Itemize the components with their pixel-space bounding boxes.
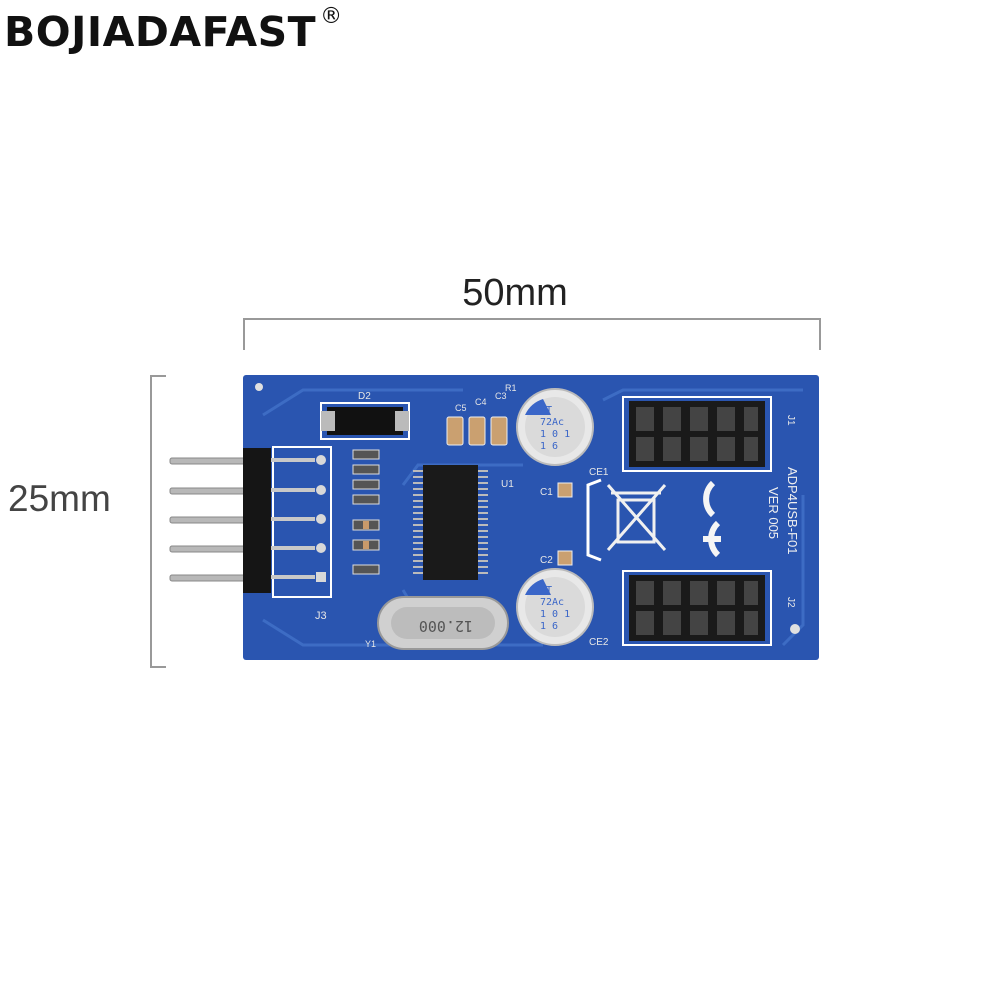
d2-lead xyxy=(395,411,409,431)
mounting-hole xyxy=(255,383,263,391)
crystal-top xyxy=(391,607,495,639)
version-label: VER 005 xyxy=(766,487,781,539)
solder-pad-square xyxy=(316,572,326,582)
j3-outline xyxy=(272,446,332,598)
c2-label: C2 xyxy=(540,555,553,566)
pcb-board: J3 D2 C5 C4 C3 xyxy=(243,375,819,660)
brand-logo: BOJIADAFAST® xyxy=(4,4,343,56)
j2-label: J2 xyxy=(785,597,796,608)
ce1-marking-line4: 1 6 xyxy=(540,441,558,452)
ce2-marking-line2: 72Ac xyxy=(540,597,564,608)
header-pin xyxy=(169,516,255,524)
electrolytic-capacitor-ce1: FT 72Ac 1 0 1 1 6 xyxy=(516,388,594,466)
header-pin xyxy=(169,487,255,495)
solder-pad xyxy=(316,543,326,553)
header-pin xyxy=(169,545,255,553)
d2-label: D2 xyxy=(358,391,371,402)
smd-capacitor-c4 xyxy=(468,416,486,446)
c3-label: C3 xyxy=(495,391,507,401)
c1-label: C1 xyxy=(540,487,553,498)
d2-diode xyxy=(327,407,403,435)
j1-outline xyxy=(622,396,772,472)
ce2-marking-line3: 1 0 1 xyxy=(540,609,570,620)
solder-pad xyxy=(316,485,326,495)
registered-mark: ® xyxy=(320,4,343,29)
mounting-hole xyxy=(790,624,800,634)
ce1-marking-line2: 72Ac xyxy=(540,417,564,428)
smd-capacitor-c1 xyxy=(557,482,573,498)
smd-resistor xyxy=(352,494,380,505)
smd-resistor xyxy=(352,449,380,460)
c5-label: C5 xyxy=(455,403,467,413)
silkscreen-bracket xyxy=(586,478,602,562)
u1-label: U1 xyxy=(501,479,514,490)
solder-pad xyxy=(316,514,326,524)
smd-capacitor-c5 xyxy=(446,416,464,446)
brand-name: BOJIADAFAST xyxy=(4,8,317,56)
ce-mark-icon xyxy=(703,480,721,558)
ce1-label: CE1 xyxy=(589,467,609,478)
ce2-marking-line4: 1 6 xyxy=(540,621,558,632)
pcb-traces xyxy=(262,388,805,647)
height-dimension-label: 25mm xyxy=(8,478,111,519)
pin-header-housing xyxy=(243,448,271,593)
r1-label: R1 xyxy=(505,383,517,393)
header-pin xyxy=(169,457,255,465)
width-dimension-bracket xyxy=(243,318,821,350)
width-dimension-label: 50mm xyxy=(462,272,568,314)
j2-outline xyxy=(622,570,772,646)
pin-header-pins xyxy=(169,457,255,582)
ce1-marking-line1: FT xyxy=(540,405,552,416)
smd-resistor xyxy=(352,479,380,490)
ce2-marking-line1: FT xyxy=(540,585,552,596)
smd-resistor xyxy=(352,464,380,475)
y1-label: Y1 xyxy=(365,639,376,649)
height-dimension-bracket xyxy=(150,375,166,668)
j1-label: J1 xyxy=(785,415,796,426)
d2-lead xyxy=(321,411,335,431)
pcb-artwork: J3 D2 C5 C4 C3 xyxy=(243,383,805,650)
j3-label: J3 xyxy=(315,610,327,622)
c4-label: C4 xyxy=(475,397,487,407)
header-pin xyxy=(169,574,255,582)
ce1-marking-line3: 1 0 1 xyxy=(540,429,570,440)
solder-pad xyxy=(316,455,326,465)
weee-bin-icon xyxy=(606,484,667,551)
smd-capacitor-c2 xyxy=(557,550,573,566)
ce2-label: CE2 xyxy=(589,637,609,648)
u1-chip xyxy=(423,465,478,580)
model-label: ADP4USB-F01 xyxy=(785,467,800,554)
electrolytic-capacitor-ce2: FT 72Ac 1 0 1 1 6 xyxy=(516,568,594,646)
smd-resistor xyxy=(352,564,380,575)
smd-capacitor-c3 xyxy=(490,416,508,446)
crystal-marking: 12.000 xyxy=(419,617,473,635)
